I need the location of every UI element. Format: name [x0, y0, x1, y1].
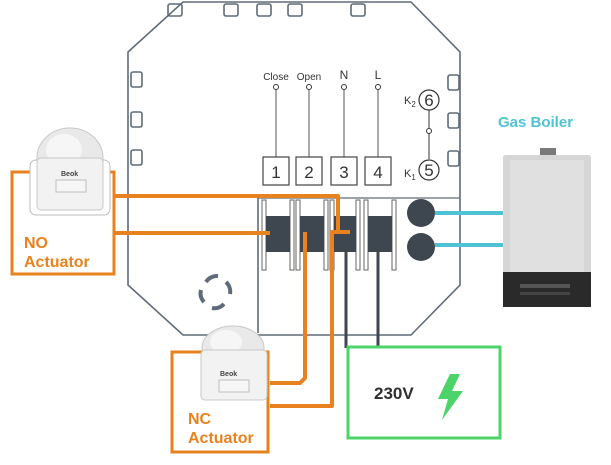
terminal-number-2: 2 — [295, 156, 323, 186]
svg-text:Beok: Beok — [61, 171, 78, 178]
svg-text:1: 1 — [271, 163, 280, 182]
svg-text:4: 4 — [373, 163, 382, 182]
svg-text:L: L — [375, 68, 382, 82]
terminal-label-l: L — [375, 68, 382, 157]
svg-text:Beok: Beok — [220, 371, 237, 378]
svg-text:2: 2 — [304, 163, 313, 182]
nc-actuator: Beok NC Actuator — [170, 325, 270, 454]
relay-contacts: K2 6 K1 5 — [404, 89, 440, 182]
thermostat-panel — [127, 1, 461, 336]
svg-text:N: N — [340, 68, 349, 82]
svg-text:K1: K1 — [404, 168, 416, 182]
boiler-wires — [435, 211, 503, 247]
svg-text:NC: NC — [188, 411, 212, 428]
svg-text:Open: Open — [297, 72, 321, 83]
svg-text:Actuator: Actuator — [24, 254, 90, 271]
terminal-number-3: 3 — [330, 156, 358, 186]
terminal-number-4: 4 — [364, 156, 392, 186]
svg-text:Actuator: Actuator — [188, 430, 254, 447]
power-wires — [344, 250, 380, 348]
svg-text:230V: 230V — [374, 384, 414, 403]
svg-text:Close: Close — [263, 72, 289, 83]
svg-text:5: 5 — [424, 161, 433, 180]
lightning-icon — [438, 374, 463, 420]
no-actuator: Beok NO Actuator — [10, 127, 116, 276]
rotate-icon — [198, 273, 233, 311]
terminal-label-open: Open — [297, 72, 321, 157]
terminal-label-close: Close — [263, 72, 289, 157]
terminal-label-n: N — [340, 68, 349, 157]
svg-text:3: 3 — [339, 163, 348, 182]
power-supply: 230V — [346, 345, 502, 440]
svg-text:Gas Boiler: Gas Boiler — [498, 114, 573, 131]
gas-boiler: Gas Boiler — [498, 114, 591, 307]
svg-text:K2: K2 — [404, 95, 416, 109]
svg-text:6: 6 — [424, 91, 433, 110]
actuator-wires — [114, 194, 350, 408]
terminal-number-1: 1 — [262, 156, 290, 186]
terminal-blocks — [261, 199, 435, 271]
svg-text:NO: NO — [24, 235, 48, 252]
